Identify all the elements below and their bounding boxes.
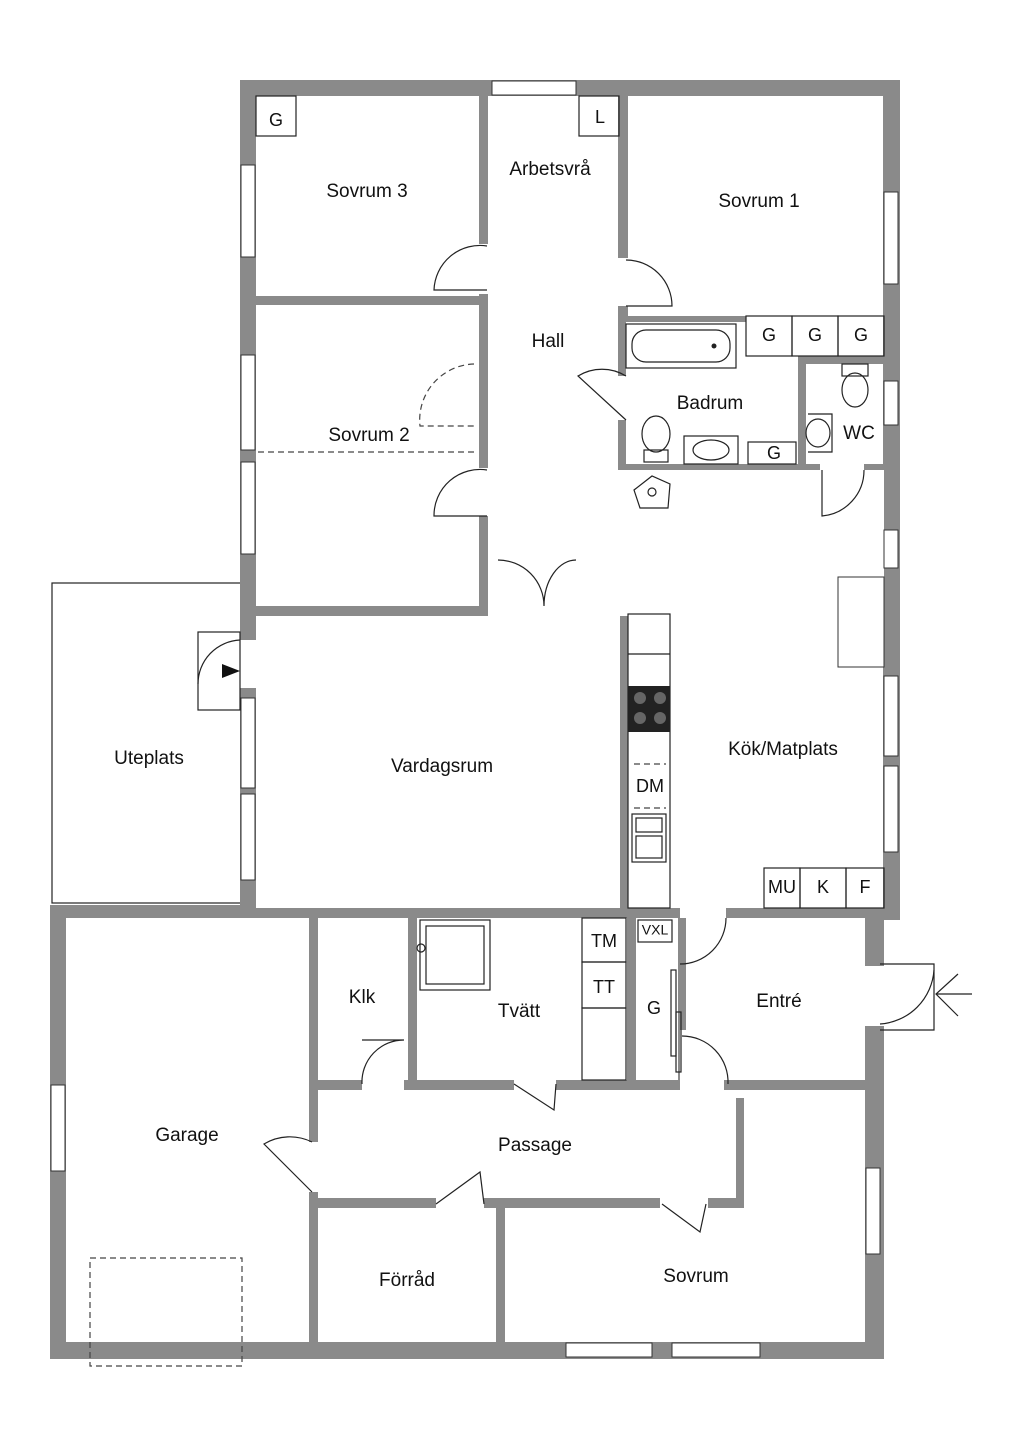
bathtub-icon (625, 323, 737, 369)
room-vardagsrum (256, 616, 620, 908)
room-sovrum1 (628, 96, 883, 316)
label-garage: Garage (155, 1125, 218, 1146)
closet-label-g: G (647, 998, 661, 1018)
appliance-label-f: F (860, 877, 871, 897)
label-wc: WC (843, 423, 875, 444)
label-badrum: Badrum (677, 393, 744, 414)
stove-icon (628, 686, 670, 732)
closet-label-g: G (808, 325, 822, 345)
room-sovrum3 (256, 96, 479, 296)
label-sovrum3: Sovrum 3 (326, 181, 407, 202)
room-sovrum-upper (744, 1090, 865, 1220)
toilet-icon (841, 363, 869, 408)
label-klk: Klk (349, 987, 376, 1008)
appliance-label-k: K (817, 877, 829, 897)
garage-car-outline (89, 1257, 243, 1367)
entrance-arrow-icon (935, 973, 972, 1017)
door-arrow-icon (222, 664, 240, 678)
label-arbetsvra: Arbetsvrå (509, 159, 591, 180)
room-sovrum (505, 1208, 865, 1342)
label-sovrum: Sovrum (663, 1266, 728, 1287)
label-passage: Passage (498, 1135, 572, 1156)
closets (255, 95, 885, 1081)
label-tvatt: Tvätt (498, 1001, 541, 1022)
room-tvatt (417, 918, 627, 1080)
washbasin-icon (805, 413, 833, 453)
door-swings (263, 244, 935, 1234)
kitchen-counter (627, 613, 671, 909)
room-forrad (318, 1208, 496, 1342)
label-entre: Entré (756, 991, 801, 1012)
washing-machine-icon (416, 919, 491, 991)
label-sovrum2: Sovrum 2 (328, 425, 409, 446)
closet-label-g: G (269, 110, 283, 130)
room-arbetsvra-hall (488, 96, 618, 604)
patio-door (197, 631, 241, 711)
closet-label-g: G (854, 325, 868, 345)
room-garage (66, 918, 309, 1342)
label-uteplats: Uteplats (114, 748, 184, 769)
windows (50, 80, 899, 1358)
room-klk (318, 918, 408, 1080)
closet-label-g: G (767, 443, 781, 463)
appliance-label-mu: MU (768, 877, 796, 897)
closet-label-g: G (762, 325, 776, 345)
label-forrad: Förråd (379, 1270, 435, 1291)
label-sovrum1: Sovrum 1 (718, 191, 799, 212)
closet-label-l: L (595, 107, 605, 127)
door-openings (240, 244, 885, 1208)
appliance-label-tm: TM (591, 931, 617, 951)
patio-outline (51, 582, 243, 904)
room-passage (318, 1090, 736, 1198)
label-hall: Hall (532, 331, 565, 352)
switchboard-label: VXL (642, 922, 669, 938)
washbasin-icon (683, 435, 739, 465)
appliance-label-tt: TT (593, 977, 615, 997)
sink-icon (631, 813, 667, 863)
toilet-icon (641, 415, 671, 463)
dishwasher-label: DM (636, 776, 664, 796)
corner-basin-icon (633, 475, 671, 509)
label-kok: Kök/Matplats (728, 739, 838, 760)
room-sovrum2 (256, 305, 479, 606)
label-vardagsrum: Vardagsrum (391, 756, 493, 777)
